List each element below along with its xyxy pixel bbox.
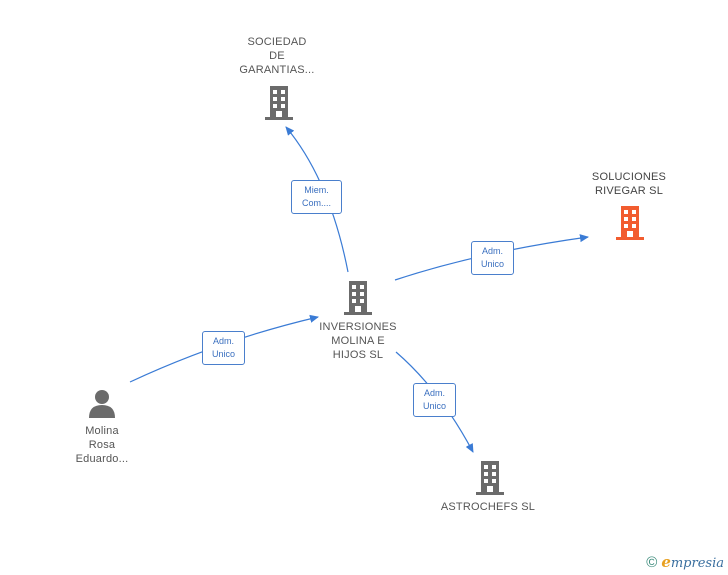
node-label-sociedad[interactable]: SOCIEDAD DE GARANTIAS... bbox=[239, 36, 315, 76]
building-icon[interactable] bbox=[474, 461, 506, 495]
brand-logo: empresia bbox=[661, 553, 724, 571]
edge-label-adm-unico-molina[interactable]: Adm. Unico bbox=[202, 331, 245, 365]
node-label-soluciones[interactable]: SOLUCIONES RIVEGAR SL bbox=[591, 171, 667, 197]
node-label-inversiones[interactable]: INVERSIONES MOLINA E HIJOS SL bbox=[319, 321, 397, 361]
node-label-molina[interactable]: Molina Rosa Eduardo... bbox=[75, 425, 129, 465]
building-icon[interactable] bbox=[342, 281, 374, 315]
node-label-astrochefs[interactable]: ASTROCHEFS SL bbox=[440, 501, 536, 513]
person-icon[interactable] bbox=[87, 388, 117, 418]
building-icon[interactable] bbox=[614, 206, 646, 240]
building-icon[interactable] bbox=[263, 86, 295, 120]
footer-brand: © empresia bbox=[646, 553, 724, 571]
edge-label-adm-unico-soluciones[interactable]: Adm. Unico bbox=[471, 241, 514, 275]
edge-label-adm-unico-astrochefs[interactable]: Adm. Unico bbox=[413, 383, 456, 417]
edge-label-miembro[interactable]: Miem. Com.... bbox=[291, 180, 342, 214]
copyright-symbol: © bbox=[646, 553, 658, 571]
